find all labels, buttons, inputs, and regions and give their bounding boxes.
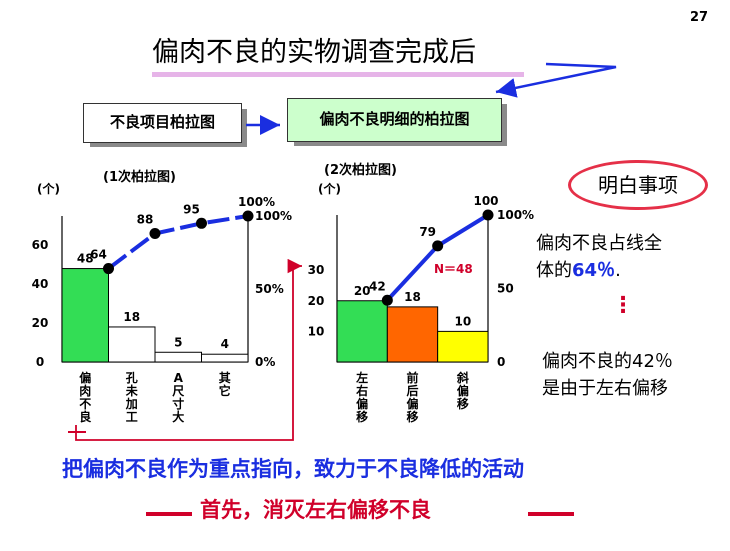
finding-line-3: 偏肉不良的42％ (542, 351, 673, 372)
cumulative-point (196, 217, 207, 229)
category-label-char: 斜 (456, 370, 469, 385)
cumulative-line (385, 213, 490, 302)
conclusion-line-2: 首先，消灭左右偏移不良 (200, 498, 431, 522)
caption-second-pareto: (2次柏拉图) (324, 163, 397, 178)
title-pointer-arrow (495, 62, 617, 98)
pareto-box-2: 偏肉不良明细的柏拉图 (287, 98, 502, 142)
category-label-char: 偏 (356, 396, 368, 411)
bar-value-label: 10 (454, 314, 471, 328)
category-label-char: 偏 (457, 383, 469, 398)
y-tick-label: 30 (308, 263, 325, 277)
bar (336, 300, 388, 363)
finding-line-1: 偏肉不良占线全 (536, 233, 662, 254)
bar (386, 306, 439, 363)
bar-value-label: 5 (174, 335, 182, 349)
finding-line-2: 体的64％. (536, 257, 662, 284)
cumulative-point (103, 263, 114, 275)
category-label-char: 它 (219, 383, 231, 398)
category-label-char: 大 (172, 409, 184, 424)
right-tick-label: 50% (255, 282, 284, 296)
category-label-char: 左 (355, 370, 368, 385)
category-label-char: 寸 (172, 396, 184, 411)
cumulative-label: 88 (137, 213, 154, 227)
category-label-char: 移 (457, 396, 469, 411)
right-tick-label: 50 (497, 282, 514, 296)
cumulative-point (432, 240, 444, 252)
ellipsis-dots: ⋮ (612, 293, 634, 318)
category-label-char: 孔 (126, 371, 138, 385)
y-tick-label: 60 (32, 238, 49, 252)
category-label-char: 后 (406, 383, 418, 398)
finding-line-4: 是由于左右偏移 (542, 378, 668, 399)
finding-text-1: 偏肉不良占线全 体的64％. (536, 230, 662, 284)
category-label-char: 加 (125, 396, 138, 411)
conclusion-line-1: 把偏肉不良作为重点指向，致力于不良降低的活动 (62, 457, 524, 481)
cumulative-point (482, 209, 494, 221)
y-tick-label: 20 (308, 294, 325, 308)
finding-text-2: 偏肉不良的42％ 是由于左右偏移 (542, 348, 673, 402)
category-label-char: 移 (406, 409, 418, 424)
cumulative-label: 64 (90, 248, 107, 262)
category-label-char: A (174, 371, 184, 385)
bar-value-label: 48 (77, 252, 94, 266)
red-bar-left (146, 512, 192, 516)
page-number: 27 (690, 10, 709, 25)
pareto-box-1: 不良项目柏拉图 (83, 103, 242, 143)
category-label-char: 未 (125, 383, 138, 398)
title-underline (152, 72, 524, 77)
category-label-char: 右 (355, 383, 368, 398)
right-tick-label: 0% (255, 355, 275, 369)
cumulative-label: 95 (183, 202, 200, 216)
category-label-char: 良 (79, 409, 91, 424)
category-label-char: 前 (406, 370, 418, 385)
y-tick-label: 0 (36, 355, 44, 369)
category-label-char: 工 (126, 410, 138, 424)
category-label-char: 其 (219, 370, 231, 385)
cumulative-label: 100% (238, 195, 275, 209)
cumulative-label: 100 (473, 194, 498, 208)
unit-label: (个) (37, 181, 60, 196)
right-tick-label: 0 (497, 355, 505, 369)
bar (201, 353, 249, 363)
finding-line-2-suffix: . (615, 260, 621, 281)
cumulative-line (107, 214, 249, 271)
y-tick-label: 10 (308, 324, 325, 338)
category-label-char: 肉 (79, 383, 91, 398)
cumulative-label: 42 (369, 279, 386, 293)
finding-line-2-prefix: 体的 (536, 260, 572, 281)
bar-value-label: 4 (221, 337, 229, 351)
drilldown-arrow (75, 258, 302, 441)
cumulative-point (149, 228, 161, 240)
right-tick-label: 100% (255, 209, 292, 223)
slide-title: 偏肉不良的实物调查完成后 (152, 37, 476, 68)
unit-label: (个) (318, 181, 341, 196)
pareto-chart-2: (个)102030050100%20左右偏移18前后偏移10斜偏移4279100… (308, 181, 534, 424)
category-label-char: 不 (79, 397, 91, 411)
right-tick-label: 100% (497, 208, 534, 222)
findings-oval: 明白事项 (568, 160, 708, 210)
bar-value-label: 20 (354, 284, 371, 298)
category-label-char: 偏 (79, 370, 91, 385)
bar (61, 268, 109, 363)
bar-value-label: 18 (123, 310, 140, 324)
category-label-char: 移 (356, 409, 368, 424)
cumulative-label: 79 (419, 225, 436, 239)
y-tick-label: 40 (32, 277, 49, 291)
finding-highlight: 64％ (572, 260, 616, 281)
caption-first-pareto: (1次柏拉图) (103, 170, 176, 185)
category-label-char: 偏 (406, 396, 418, 411)
bar-value-label: 18 (404, 290, 421, 304)
bar (437, 330, 489, 363)
n-annotation: N＝48 (434, 262, 473, 276)
bar (108, 326, 156, 363)
category-label-char: 尺 (172, 384, 184, 398)
cumulative-point (381, 294, 393, 306)
red-bar-right (528, 512, 574, 516)
bar (154, 351, 202, 363)
cumulative-point (242, 210, 254, 222)
y-tick-label: 20 (32, 316, 49, 330)
